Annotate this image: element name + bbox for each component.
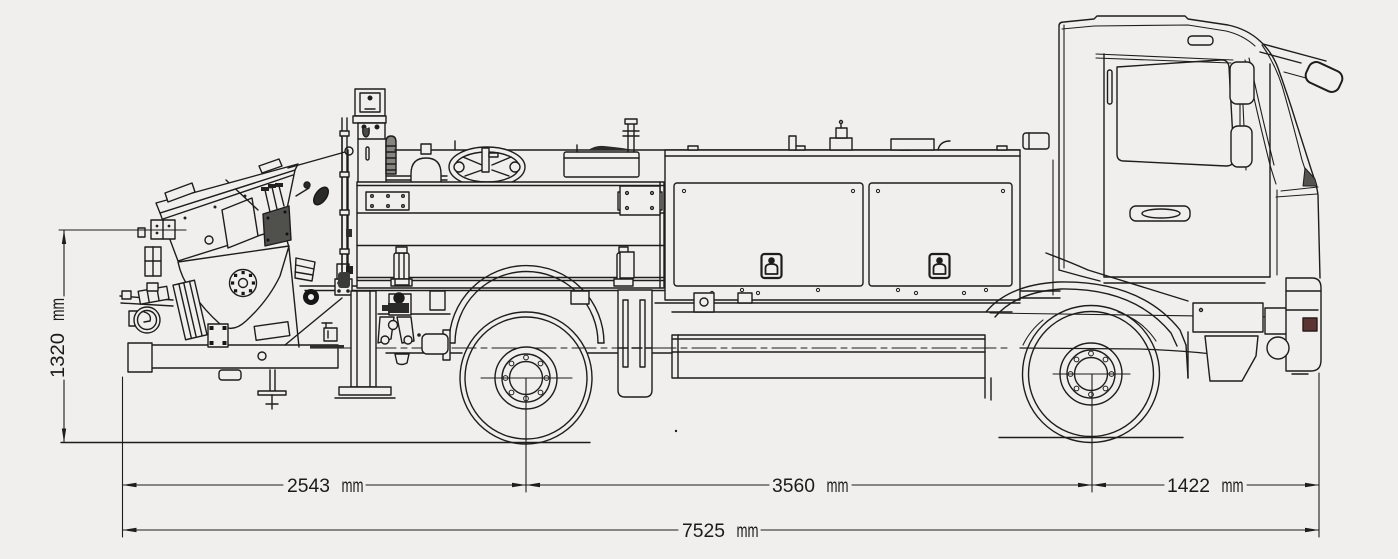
svg-text:mm: mm [47, 298, 69, 321]
svg-text:7525: 7525 [682, 520, 725, 542]
svg-text:1422: 1422 [1167, 475, 1210, 497]
svg-text:1320: 1320 [47, 333, 69, 378]
svg-text:mm: mm [1222, 475, 1244, 497]
svg-text:mm: mm [342, 475, 364, 497]
svg-text:2543: 2543 [287, 475, 330, 497]
svg-text:mm: mm [827, 475, 849, 497]
svg-text:3560: 3560 [772, 475, 815, 497]
svg-text:mm: mm [737, 520, 759, 542]
